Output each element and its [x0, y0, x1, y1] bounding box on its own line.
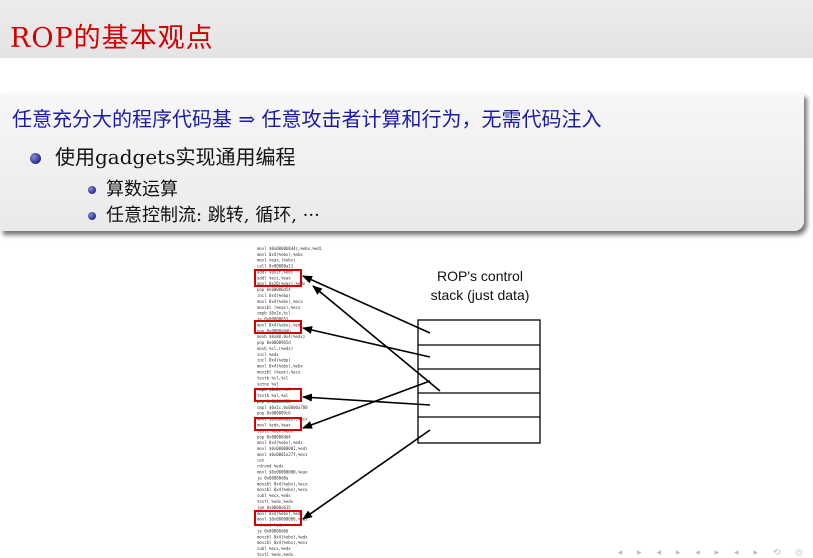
content-block: 任意充分大的程序代码基 ⇒ 任意攻击者计算和行为，无需代码注入 使用gadget…	[0, 93, 804, 231]
code-line: movb %cl,(%edx)	[257, 346, 293, 351]
title-bar: ROP的基本观点	[0, 0, 813, 58]
code-line: pop 0x000089c6	[257, 411, 291, 416]
code-line: pop 0x0000965d	[257, 340, 291, 345]
code-line: movzbl 0x4(%ebx),%ecx	[257, 481, 308, 486]
code-line: subl %ecx,%edx	[257, 493, 291, 498]
code-line: testb %al,%al	[257, 393, 289, 398]
code-line: movl 0x4(%ebx),%ebx	[257, 252, 303, 257]
code-line: movl $0x00000000,%eax	[257, 470, 308, 475]
code-line: rdrand %edx	[257, 464, 284, 469]
code-line: movl 0x4(%ebx),%edi	[257, 322, 303, 327]
gadget-highlight	[254, 510, 302, 526]
code-line: subl %ecx,%edx	[257, 546, 291, 551]
sub-bullet-text: 算数运算	[106, 179, 178, 200]
navigation-symbols[interactable]: ◂ ▸ ◂ ▸ ◂ ▸ ◂ ▸ ⟲ ◎	[617, 548, 809, 558]
gadget-highlight	[254, 417, 302, 431]
sub-bullet-item: 任意控制流: 跳转, 循环, ···	[88, 201, 320, 227]
stack-label: stack (just data)	[431, 287, 530, 303]
code-line: incl %edx	[257, 352, 279, 357]
code-line: movl $0x0001e27f,%ecx	[257, 452, 308, 457]
code-line: movzbl 0x4(%ebx),%edx	[257, 534, 308, 539]
pointer-arrow	[302, 380, 431, 429]
code-line: movl 0x4(%ebx),%edx	[257, 511, 303, 516]
pointer-arrow	[302, 326, 431, 358]
control-stack	[417, 319, 541, 444]
pointer-arrow	[302, 275, 431, 334]
code-line: movl $0x00000000,%edi	[257, 517, 308, 522]
code-line: movzbl 0x4(%ebx),%ecx	[257, 487, 308, 492]
bullet-dot-icon	[88, 212, 96, 220]
code-line: je 0x00008d66	[257, 529, 289, 534]
bullet-item: 使用gadgets实现通用编程	[30, 141, 295, 170]
gadget-highlight	[254, 388, 302, 402]
code-line: movl 0x4(%ebx),%edx	[257, 440, 303, 445]
code-line: addl %esi,%eax	[257, 275, 291, 280]
gadget-highlight	[254, 269, 302, 287]
code-line: movl 0x4(%ebx),%ecx	[257, 299, 303, 304]
pointer-arrow	[302, 429, 431, 520]
code-line: movb $0x80,0x4(%edx)	[257, 334, 305, 339]
code-line: testl %edx,%edx	[257, 499, 294, 504]
code-line: addl $0x1f,%edi	[257, 269, 294, 274]
code-line: pop 0x00008d64	[257, 434, 291, 439]
bullet-text: 使用gadgets实现通用编程	[55, 145, 296, 169]
code-line: je 0x00008651	[257, 317, 289, 322]
code-line: movl $0x0000002f,%ecx	[257, 417, 308, 422]
bullet-dot-icon	[88, 186, 96, 194]
code-line: testb %cl,%cl	[257, 375, 289, 380]
code-line: call 0x00000a11	[257, 264, 294, 269]
code-line: cmpl $0x1c,0x0000a780	[257, 405, 308, 410]
code-line: incl 0x4(%ebp)	[257, 293, 291, 298]
code-line: movl %edx,%eax	[257, 423, 291, 428]
code-line: movzbl 0x4(%ebx),%ecx	[257, 540, 308, 545]
sub-bullet-text: 任意控制流: 跳转, 循环, ···	[106, 205, 320, 226]
code-line: pop 0x0000d4db	[257, 328, 291, 333]
pointer-arrow	[302, 393, 431, 406]
code-line: testl %edx,%edx	[257, 552, 294, 557]
slide-title: ROP的基本观点	[10, 23, 214, 54]
code-line: setne %al	[257, 381, 279, 386]
bullet-dot-icon	[30, 153, 41, 164]
code-line: movl $0x00000001,%edi	[257, 446, 308, 451]
code-line: movl $0x0000b8d4c,%ebx,%edi	[257, 246, 323, 251]
code-line: movl %eax,(%ebx)	[257, 258, 296, 263]
code-line: cmpb $0x2e,%cl	[257, 311, 291, 316]
code-line: pop 0x00006d54	[257, 287, 291, 292]
code-line: incl 0x4(%ebp)	[257, 358, 291, 363]
code-line: movzbl (%eax),%ecx	[257, 370, 301, 375]
gadget-highlight	[254, 320, 302, 334]
code-line: movzbl (%eax),%ecx	[257, 305, 301, 310]
stack-label: ROP's control	[437, 268, 523, 284]
code-line: ret	[257, 458, 265, 463]
code-line: movl 0x4(%ebx),%ebx	[257, 364, 303, 369]
code-line: movl 0x20(%eax),%edx	[257, 281, 306, 286]
sub-bullet-item: 算数运算	[88, 175, 178, 201]
block-heading: 任意充分大的程序代码基 ⇒ 任意攻击者计算和行为，无需代码注入	[12, 107, 602, 131]
pointer-arrow	[312, 285, 441, 392]
code-line: je 0x00008d8a	[257, 476, 289, 481]
code-line: jge 0x0000e615	[257, 505, 291, 510]
